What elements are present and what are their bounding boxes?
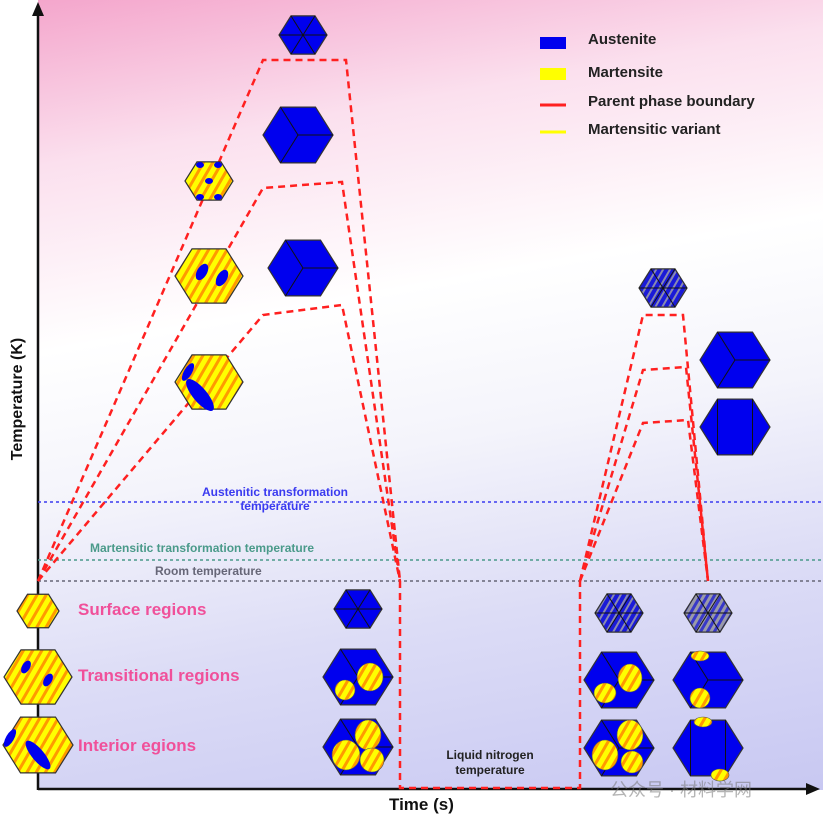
hex-transitional-quench [322,648,394,706]
hex-interior-initial [2,716,74,774]
grain-hexagons [2,15,771,782]
legend-label-austenite: Austenite [588,31,657,48]
region-label-interior: Interior egions [78,736,197,755]
hex-interior-quench [322,718,394,776]
x-axis-arrow-icon [806,783,820,795]
y-axis-arrow-icon [32,2,44,16]
hex-surface-peak [278,15,328,55]
interior-path-2 [578,418,710,582]
x-axis-label: Time (s) [389,795,454,814]
legend-swatch-martensite [540,68,566,80]
room-temperature-label: Room temperature [155,564,262,578]
liquid-nitrogen-line-2: temperature [455,763,525,777]
legend-label-martensite: Martensite [588,64,664,81]
hex-surface-initial [16,593,60,629]
surface-path-2 [578,313,710,582]
legend-label-boundary: Parent phase boundary [588,93,755,110]
martensitic-transformation-label: Martensitic transformation temperature [90,541,315,555]
legend-label-variant: Martensitic variant [588,121,721,138]
interior-path-1 [37,303,402,582]
transitional-path-1 [36,180,402,582]
liquid-nitrogen-line-1: Liquid nitrogen [446,748,534,762]
hex-transitional-peak-2 [699,331,771,389]
hex-transitional-peak [262,106,334,164]
thermal-paths [36,58,710,790]
legend-swatch-austenite [540,37,566,49]
region-label-surface: Surface regions [78,600,207,619]
hex-surface-final-b [683,593,733,633]
liquid-nitrogen-label: Liquid nitrogen temperature [420,748,560,778]
watermark: 公众号 · 材料学网 [610,780,752,800]
hex-transitional-heating [174,248,244,304]
surface-path-1 [36,58,402,582]
hex-interior-final-b [672,716,744,782]
austenitic-label-line-1: Austenitic transformation [201,485,348,499]
hex-interior-peak [267,239,339,297]
hex-surface-heating [184,161,234,201]
austenitic-label-line-2: temperature [240,499,310,513]
hex-transitional-final-a [583,651,655,709]
austenitic-transformation-label: Austenitic transformation temperature [140,485,410,513]
y-axis-label: Temperature (K) [9,337,26,461]
hex-interior-heating [174,354,244,411]
hex-transitional-final-b [672,650,744,709]
hex-surface-peak-2 [638,268,688,308]
region-label-transitional: Transitional regions [78,666,240,685]
hex-surface-quench [333,589,383,629]
transitional-path-2 [578,365,710,582]
hex-interior-peak-2 [699,398,771,456]
hex-interior-final-a [583,719,655,777]
hex-transitional-initial [3,649,73,705]
hex-surface-final-a [594,593,644,633]
